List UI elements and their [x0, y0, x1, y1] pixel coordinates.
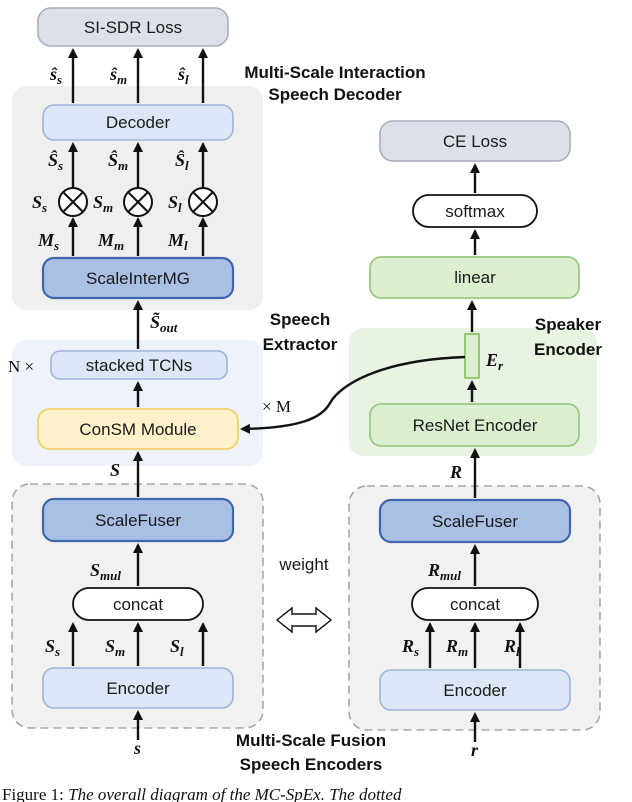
concat-right-block: concat [411, 587, 539, 621]
M-l-symbol: Ml [167, 230, 188, 253]
concat-right-label: concat [450, 595, 500, 614]
M-m-symbol: Mm [97, 230, 124, 253]
R-mul-symbol: Rmul [427, 560, 461, 583]
scalefuser-right-label: ScaleFuser [432, 512, 518, 531]
scalefuser-left-label: ScaleFuser [95, 511, 181, 530]
multiply-node-l [188, 187, 218, 217]
encoder-right-block: Encoder [379, 669, 571, 711]
resnet-encoder-label: ResNet Encoder [413, 416, 538, 435]
multiply-node-m [123, 187, 153, 217]
R-m-symbol: Rm [445, 636, 468, 659]
encoders-section-label-2: Speech Encoders [240, 755, 383, 774]
scale-inter-mg-label: ScaleInterMG [86, 269, 190, 288]
scalefuser-right-block: ScaleFuser [378, 498, 572, 544]
weight-label: weight [278, 555, 328, 574]
concat-left-block: concat [72, 587, 204, 621]
linear-label: linear [454, 268, 496, 287]
scalefuser-left-block: ScaleFuser [41, 497, 235, 543]
arrows [68, 48, 525, 742]
softmax-block: softmax [412, 194, 538, 228]
encoder-right-label: Encoder [443, 681, 507, 700]
r-input-symbol: r [471, 740, 479, 760]
Shat-l-symbol: Ŝl [175, 149, 189, 173]
linear-block: linear [369, 256, 580, 299]
stacked-tcns-block: stacked TCNs [50, 350, 228, 380]
S-mul-symbol: Smul [90, 560, 121, 583]
R-l-symbol: Rl [503, 636, 520, 659]
R-input-symbol: R [449, 462, 462, 482]
S-s-symbol: Ss [32, 192, 47, 215]
S-s-enc-symbol: Ss [45, 636, 60, 659]
decoder-block: Decoder [42, 104, 234, 141]
shat-l-symbol: ŝl [177, 64, 189, 87]
ce-loss-label: CE Loss [443, 132, 507, 151]
figure-caption: Figure 1: The overall diagram of the MC-… [2, 785, 402, 802]
S-l-symbol: Sl [168, 192, 182, 215]
weight-sharing-arrow [275, 606, 333, 634]
consm-module-label: ConSM Module [79, 420, 196, 439]
decoder-label: Decoder [106, 113, 171, 132]
Shat-s-symbol: Ŝs [48, 149, 63, 173]
encoder-left-label: Encoder [106, 679, 170, 698]
concat-left-label: concat [113, 595, 163, 614]
encoders-section-label-1: Multi-Scale Fusion [236, 731, 386, 750]
shat-m-symbol: ŝm [109, 64, 127, 87]
ce-loss-block: CE Loss [379, 120, 571, 162]
extractor-section-label-1: Speech [270, 310, 330, 329]
extractor-section-label-2: Extractor [263, 335, 338, 354]
S-tilde-out-symbol: S̃out [150, 312, 178, 335]
R-s-symbol: Rs [401, 636, 419, 659]
scale-inter-mg-block: ScaleInterMG [41, 256, 235, 300]
sisdr-loss-block: SI-SDR Loss [37, 7, 229, 47]
decoder-section-label-2: Speech Decoder [268, 85, 402, 104]
shat-s-symbol: ŝs [49, 64, 62, 87]
consm-module-block: ConSM Module [37, 408, 239, 450]
S-l-enc-symbol: Sl [170, 636, 184, 659]
M-s-symbol: Ms [37, 230, 59, 253]
times-m-label: × M [262, 397, 291, 416]
resnet-encoder-block: ResNet Encoder [369, 403, 580, 447]
S-input-symbol: S [110, 460, 120, 480]
sisdr-loss-label: SI-SDR Loss [84, 18, 182, 37]
s-input-symbol: s [133, 738, 141, 758]
S-m-symbol: Sm [93, 192, 113, 215]
stacked-tcns-label: stacked TCNs [86, 356, 192, 375]
n-times-label: N × [8, 357, 34, 376]
S-m-enc-symbol: Sm [105, 636, 125, 659]
embedding-er-block [464, 333, 480, 379]
speaker-section-label-2: Encoder [534, 340, 602, 359]
E-r-symbol: Er [485, 350, 504, 373]
speaker-section-label-1: Speaker [535, 315, 602, 334]
multiply-node-s [58, 187, 88, 217]
Shat-m-symbol: Ŝm [108, 149, 128, 173]
decoder-section-label-1: Multi-Scale Interaction [244, 63, 425, 82]
encoder-left-block: Encoder [42, 667, 234, 709]
softmax-label: softmax [445, 202, 505, 221]
